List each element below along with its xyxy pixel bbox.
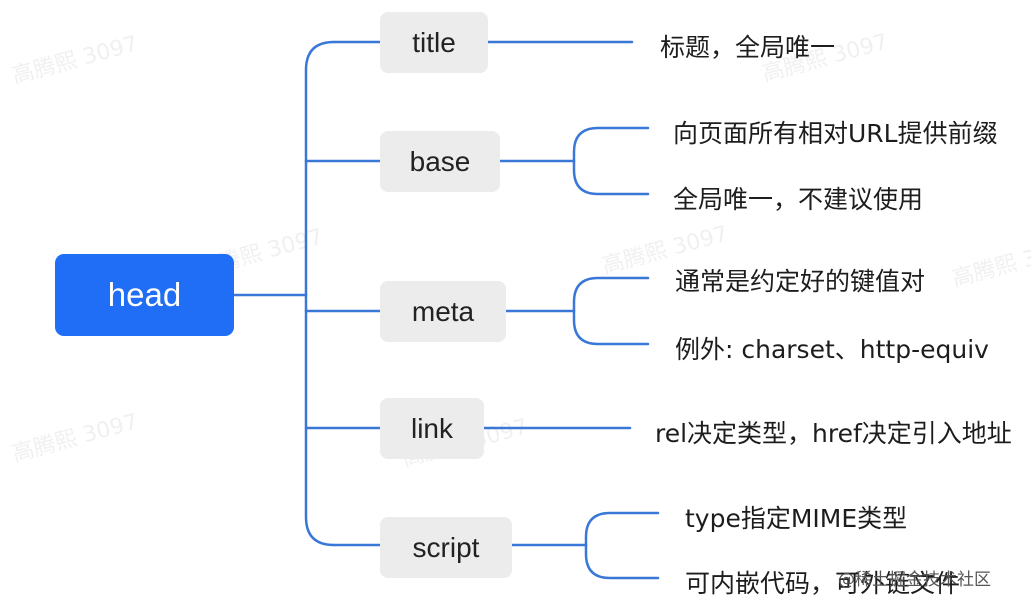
- leaf-base-note-1: 向页面所有相对URL提供前缀: [673, 119, 998, 148]
- leaf-fork-base: [572, 126, 650, 196]
- leaf-meta-note-2: 例外: charset、http-equiv: [675, 335, 989, 364]
- node-link: link: [380, 398, 484, 459]
- leaf-script-note-2: 可内嵌代码，可外链文件: [685, 569, 961, 598]
- node-meta: meta: [380, 281, 506, 342]
- leaf-fork-script: [584, 511, 660, 580]
- node-title: title: [380, 12, 488, 73]
- leaf-meta-note-1: 通常是约定好的键值对: [675, 267, 926, 296]
- leaf-title-note: 标题，全局唯一: [660, 33, 836, 62]
- node-base: base: [380, 131, 500, 192]
- node-script: script: [380, 517, 512, 578]
- root-node-head: head: [55, 254, 234, 336]
- trunk-connector: [304, 40, 336, 547]
- leaf-link-note: rel决定类型，href决定引入地址: [655, 419, 1012, 448]
- source-credit: @稀土掘金技术社区: [838, 570, 991, 590]
- leaf-base-note-2: 全局唯一，不建议使用: [673, 185, 924, 214]
- leaf-script-note-1: type指定MIME类型: [685, 504, 908, 533]
- leaf-fork-meta: [572, 276, 650, 346]
